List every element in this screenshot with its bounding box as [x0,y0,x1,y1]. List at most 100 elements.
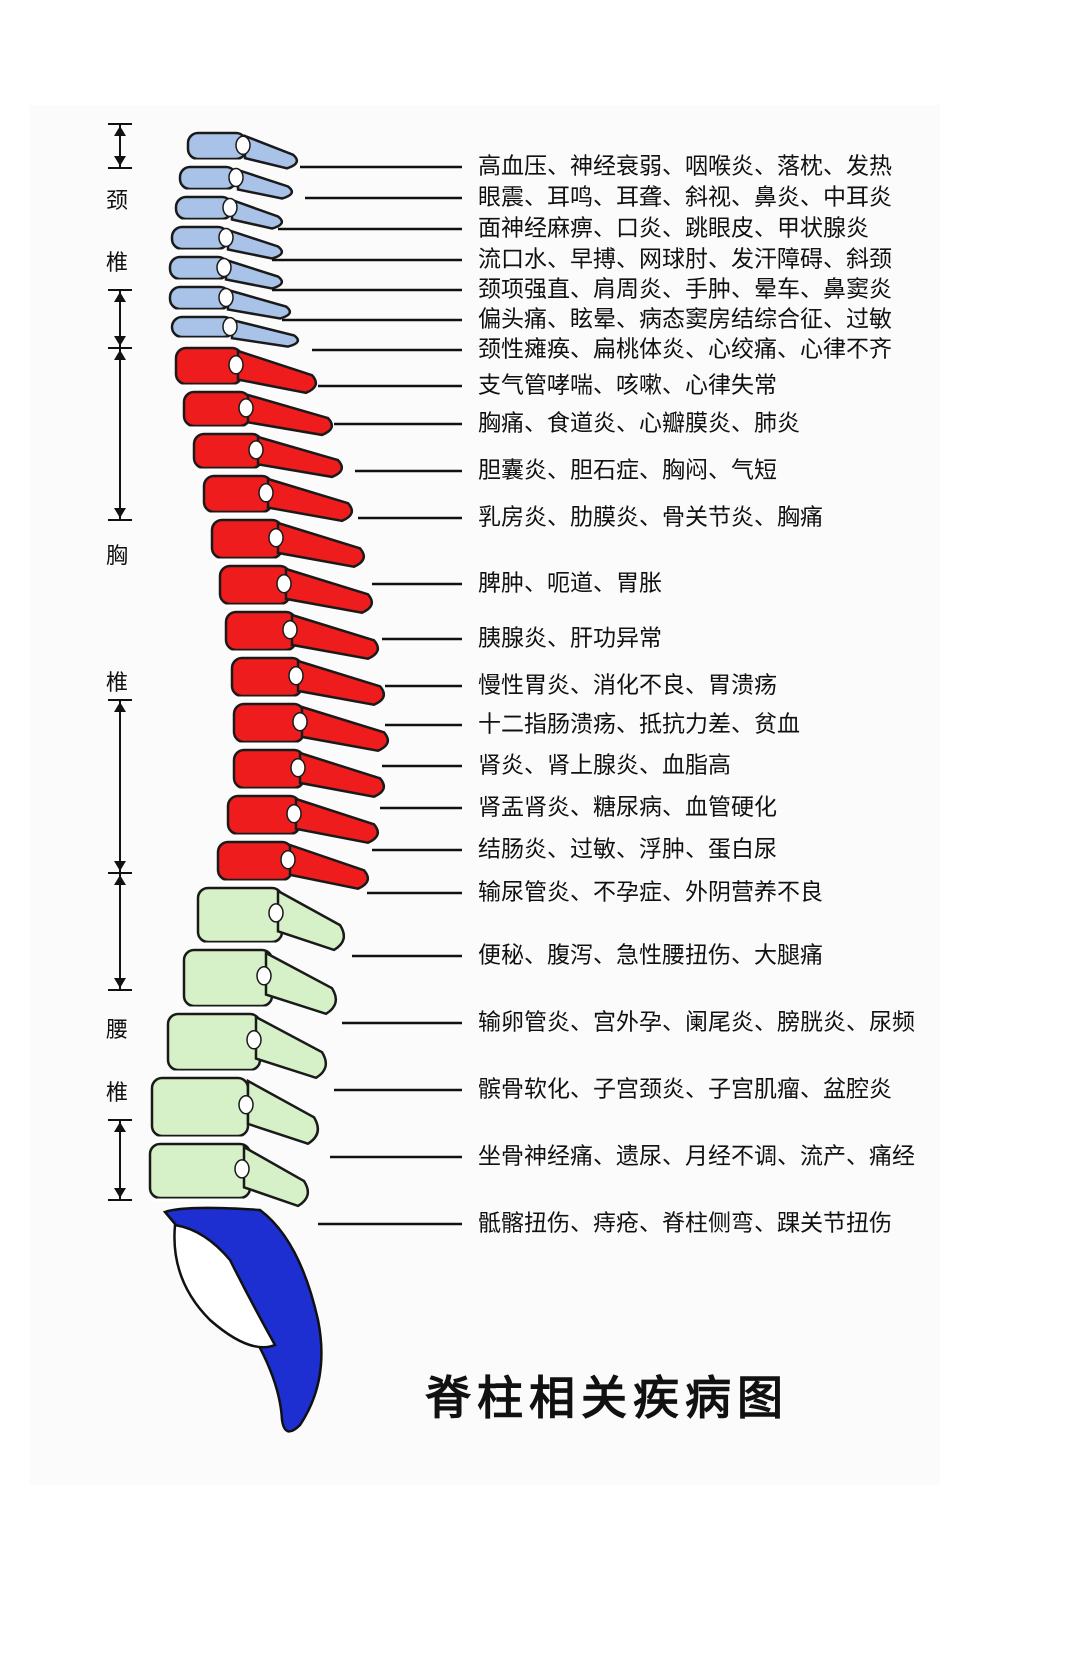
foramen [216,257,232,278]
disease-label: 面神经麻痹、口炎、跳眼皮、甲状腺炎 [478,215,869,242]
arrow-down-icon [114,978,126,988]
diagram-title: 脊柱相关疾病图 [425,1371,789,1425]
disease-label: 胆囊炎、胆石症、胸闷、气短 [478,457,777,484]
foramen [268,903,284,923]
spinous-process [290,613,380,660]
thoracic-vertebra [182,390,334,437]
spinous-process [230,318,300,348]
disease-label: 肾炎、肾上腺炎、血脂高 [478,752,731,779]
spinous-process [236,349,318,395]
lumbar-vertebra [196,886,346,952]
vertebrae [148,131,390,1208]
spinous-process [226,228,284,260]
disease-label: 输卵管炎、宫外孕、阑尾炎、膀胱炎、尿频 [478,1009,915,1036]
thoracic-vertebra [232,748,386,798]
thoracic-vertebra [226,794,380,845]
spinous-process [254,1014,328,1080]
arrow-up-icon [114,126,126,136]
spinous-process [276,521,366,568]
spinous-process [230,198,284,230]
foramen [228,167,244,188]
thoracic-vertebra [210,518,366,568]
foramen [286,803,302,824]
spinous-process [300,705,390,752]
cervical-vertebra [170,315,300,348]
foramen [222,316,238,337]
foramen [246,1030,262,1050]
disease-label: 乳房炎、肋膜炎、骨关节炎、胸痛 [478,504,823,531]
disease-label: 骶髂扭伤、痔疮、脊柱侧弯、踝关节扭伤 [478,1210,892,1237]
thoracic-vertebra [232,702,390,752]
pelvic-cavity [173,1223,277,1349]
lumbar-vertebra [150,1076,320,1146]
spinous-process [266,477,354,523]
cervical-vertebra [170,225,284,260]
arrow-down-icon [114,861,126,871]
foramen [222,197,238,218]
foramen [238,1094,254,1115]
disease-label: 十二指肠溃疡、抵抗力差、贫血 [478,711,800,738]
spinous-process [284,567,374,614]
thoracic-vertebra [202,474,354,523]
spinous-process [298,751,386,798]
foramen [288,665,304,686]
arrow-down-icon [114,508,126,518]
spinous-process [226,288,292,320]
disease-label: 偏头痛、眩晕、病态窦房结综合征、过敏 [478,306,892,333]
thoracic-vertebra [174,346,318,395]
leader-lines [272,165,462,1226]
foramen [290,757,306,778]
disease-label: 胸痛、食道炎、心瓣膜炎、肺炎 [478,410,800,437]
spinous-process [246,1078,320,1146]
disease-label: 输尿管炎、不孕症、外阴营养不良 [478,879,823,906]
arrow-up-icon [114,702,126,712]
spinous-process [246,393,334,437]
foramen [238,398,254,418]
lumbar-vertebra [182,948,338,1016]
disease-label: 颈项强直、肩周炎、手肿、晕车、鼻窦炎 [478,276,892,303]
foramen [218,287,234,308]
arrow-down-icon [114,1188,126,1198]
disease-label: 高血压、神经衰弱、咽喉炎、落枕、发热 [478,153,892,180]
cervical-vertebra [168,285,292,320]
spinous-process [224,258,284,290]
disease-label: 胰腺炎、肝功异常 [478,625,662,652]
foramen [228,355,244,375]
disease-label: 肾盂肾炎、糖尿病、血管硬化 [478,794,777,821]
foramen [276,573,292,594]
foramen [268,527,284,548]
foramen [280,849,296,870]
arrow-down-icon [114,156,126,166]
foramen [218,227,234,248]
sacrum-coccyx [162,1206,323,1433]
thoracic-vertebra [216,840,370,891]
spinous-process [243,134,299,170]
thoracic-vertebra [192,432,344,479]
region-brackets [108,123,132,1201]
foramen [282,619,298,640]
vertebral-body [166,1012,262,1072]
disease-label: 坐骨神经痛、遗尿、月经不调、流产、痛经 [478,1143,915,1170]
cervical-vertebra [178,165,294,200]
spinous-process [296,659,386,706]
arrow-up-icon [114,875,126,885]
cervical-vertebra [168,255,284,290]
thoracic-label-1: 胸 [106,544,129,569]
arrow-up-icon [114,350,126,360]
foramen [256,966,272,986]
cervical-label-2: 椎 [106,251,129,276]
arrow-down-icon [114,336,126,346]
foramen [258,483,274,503]
cervical-vertebra [186,131,299,170]
arrow-up-icon [114,1122,126,1132]
disease-label: 支气管哮喘、咳嗽、心律失常 [478,372,777,399]
thoracic-vertebra [224,610,380,660]
cervical-label-1: 颈 [106,189,129,214]
lumbar-vertebra [166,1012,328,1080]
disease-label: 结肠炎、过敏、浮肿、蛋白尿 [478,836,777,863]
thoracic-vertebra [230,656,386,706]
foramen [248,440,264,460]
vertebral-body [150,1076,250,1138]
